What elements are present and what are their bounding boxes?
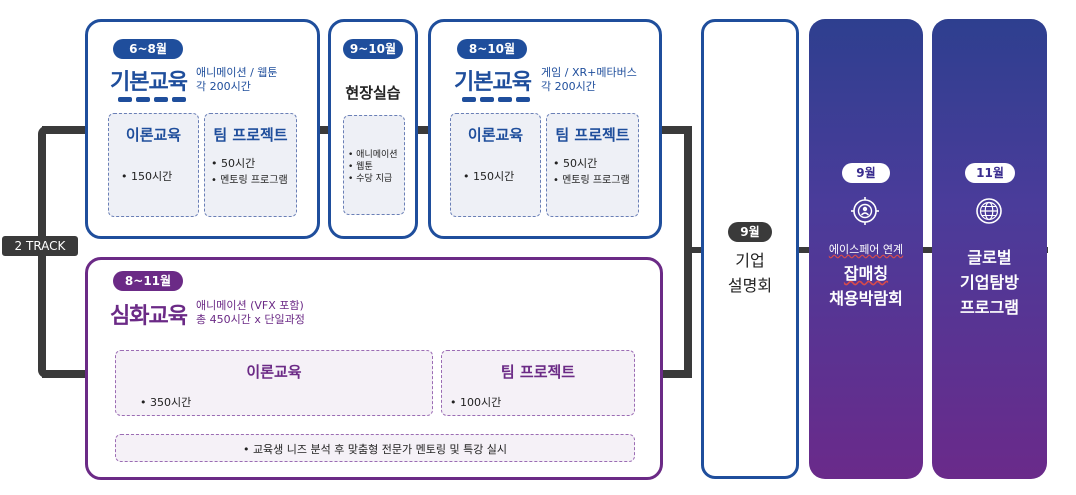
fair-subtitle: 에이스페어 연계 <box>828 243 904 256</box>
desc-line-2: 각 200시간 <box>541 80 596 93</box>
global-visit-box: 11월 글로벌 기업탐방 프로그램 <box>932 19 1047 479</box>
card-bullet: • 50시간 <box>211 157 256 170</box>
section-title: 기본교육 <box>110 70 188 95</box>
dash-decoration <box>118 97 186 102</box>
advanced-education-box: 8~11월 심화교육 애니메이션 (VFX 포함) 총 450시간 x 단일과정… <box>85 257 663 480</box>
section-title: 기본교육 <box>454 70 532 95</box>
basic-education-box-2: 8~10월 기본교육 게임 / XR+메타버스 각 200시간 이론교육 • 1… <box>428 19 662 239</box>
track-label: 2 TRACK <box>2 236 78 256</box>
note-text: • 교육생 니즈 분석 후 맞춤형 전문가 멘토링 및 특강 실시 <box>242 443 508 456</box>
period-badge: 9월 <box>842 163 890 183</box>
period-badge: 8~11월 <box>113 271 183 291</box>
desc-line-2: 총 450시간 x 단일과정 <box>196 313 305 326</box>
note-card: • 교육생 니즈 분석 후 맞춤형 전문가 멘토링 및 특강 실시 <box>115 434 635 462</box>
target-person-icon <box>851 197 879 225</box>
field-item: • 수당 지급 <box>348 174 393 184</box>
section-title: 심화교육 <box>110 304 188 329</box>
field-item: • 애니메이션 <box>348 150 398 160</box>
dash-decoration <box>462 97 530 102</box>
section-desc: 애니메이션 (VFX 포함) 총 450시간 x 단일과정 <box>196 299 305 327</box>
company-briefing-box: 9월 기업 설명회 <box>701 19 799 479</box>
section-desc: 애니메이션 / 웹툰 각 200시간 <box>196 66 278 94</box>
card-title: 이론교육 <box>125 126 182 144</box>
briefing-title: 기업 설명회 <box>704 248 796 298</box>
theory-card: 이론교육 • 150시간 <box>450 113 541 217</box>
globe-icon <box>976 198 1002 224</box>
card-bullet: • 150시간 <box>121 170 173 183</box>
fair-line-3: 채용박람회 <box>829 289 903 308</box>
job-fair-box: 9월 에이스페어 연계 잡매칭 채용박람회 <box>809 19 923 479</box>
global-line-3: 프로그램 <box>960 298 1019 317</box>
field-practice-box: 9~10월 현장실습 • 애니메이션 • 웹툰 • 수당 지급 <box>328 19 418 239</box>
card-title: 팀 프로젝트 <box>500 363 576 381</box>
period-badge: 8~10월 <box>457 39 527 59</box>
team-card: 팀 프로젝트 • 50시간 • 멘토링 프로그램 <box>546 113 639 217</box>
card-bullet: • 350시간 <box>140 396 192 409</box>
track-label-text: 2 TRACK <box>14 239 66 253</box>
briefing-line-1: 기업 <box>735 251 765 270</box>
period-badge: 9~10월 <box>343 39 403 59</box>
card-bullet: • 150시간 <box>463 170 515 183</box>
desc-line-1: 애니메이션 (VFX 포함) <box>196 299 304 312</box>
field-items-card: • 애니메이션 • 웹툰 • 수당 지급 <box>343 115 405 215</box>
basic-education-box-1: 6~8월 기본교육 애니메이션 / 웹툰 각 200시간 이론교육 • 150시… <box>85 19 320 239</box>
period-badge: 6~8월 <box>113 39 183 59</box>
period-badge: 11월 <box>965 163 1015 183</box>
card-bullet: • 50시간 <box>553 157 598 170</box>
desc-line-1: 게임 / XR+메타버스 <box>541 66 637 79</box>
section-title: 현장실습 <box>345 84 401 102</box>
global-line-2: 기업탐방 <box>960 273 1019 292</box>
global-line-1: 글로벌 <box>967 248 1012 267</box>
card-bullet: • 멘토링 프로그램 <box>553 175 630 186</box>
period-badge: 9월 <box>728 222 772 242</box>
card-bullet: • 멘토링 프로그램 <box>211 175 288 186</box>
card-title: 팀 프로젝트 <box>213 126 288 144</box>
team-card: 팀 프로젝트 • 50시간 • 멘토링 프로그램 <box>204 113 297 217</box>
desc-line-1: 애니메이션 / 웹툰 <box>196 66 278 79</box>
field-item: • 웹툰 <box>348 162 373 172</box>
section-desc: 게임 / XR+메타버스 각 200시간 <box>541 66 637 94</box>
global-title: 글로벌 기업탐방 프로그램 <box>932 245 1047 320</box>
card-title: 이론교육 <box>246 363 302 381</box>
desc-line-2: 각 200시간 <box>196 80 251 93</box>
card-title: 팀 프로젝트 <box>555 126 630 144</box>
card-title: 이론교육 <box>467 126 524 144</box>
theory-card: 이론교육 • 350시간 <box>115 350 433 416</box>
fair-line-2: 잡매칭 <box>843 264 889 283</box>
briefing-line-2: 설명회 <box>727 276 773 295</box>
fair-title: 잡매칭 채용박람회 <box>809 261 923 311</box>
theory-card: 이론교육 • 150시간 <box>108 113 199 217</box>
team-card: 팀 프로젝트 • 100시간 <box>441 350 635 416</box>
card-bullet: • 100시간 <box>450 396 502 409</box>
